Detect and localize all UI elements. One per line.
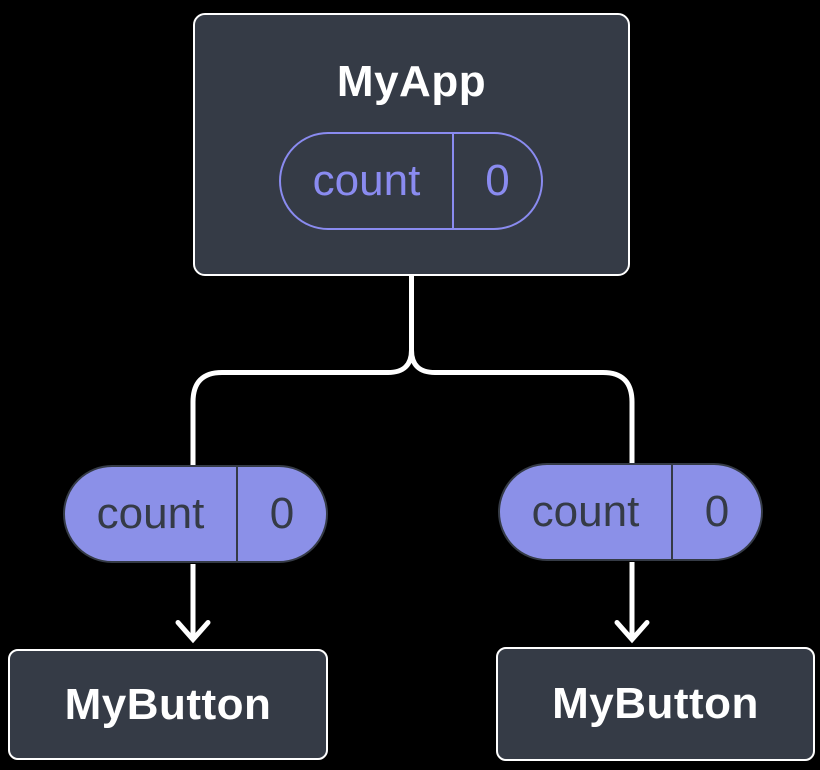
branch-right-line [409,349,635,464]
arrow-left-head [175,620,211,644]
prop-pill-right-label: count [531,487,640,536]
myapp-title: MyApp [336,57,487,106]
prop-pill-left-label: count [96,489,205,538]
pill-divider [236,467,238,561]
mybutton-left-title: MyButton [64,679,272,729]
state-pill-value: 0 [485,156,510,205]
arrow-right-head [614,620,650,644]
branch-left-line [190,349,414,466]
mybutton-node-left: MyButton [8,649,328,760]
pill-divider [671,465,673,559]
pill-divider [452,134,454,228]
prop-pill-left-value: 0 [269,489,295,538]
state-pill-label: count [312,156,421,205]
myapp-node: MyApp count 0 [193,13,630,276]
myapp-state-pill: count 0 [279,132,543,230]
prop-pill-left: count 0 [63,465,328,563]
prop-pill-right: count 0 [498,463,763,561]
prop-pill-right-value: 0 [704,487,730,536]
mybutton-node-right: MyButton [496,647,815,761]
mybutton-right-title: MyButton [552,679,759,728]
